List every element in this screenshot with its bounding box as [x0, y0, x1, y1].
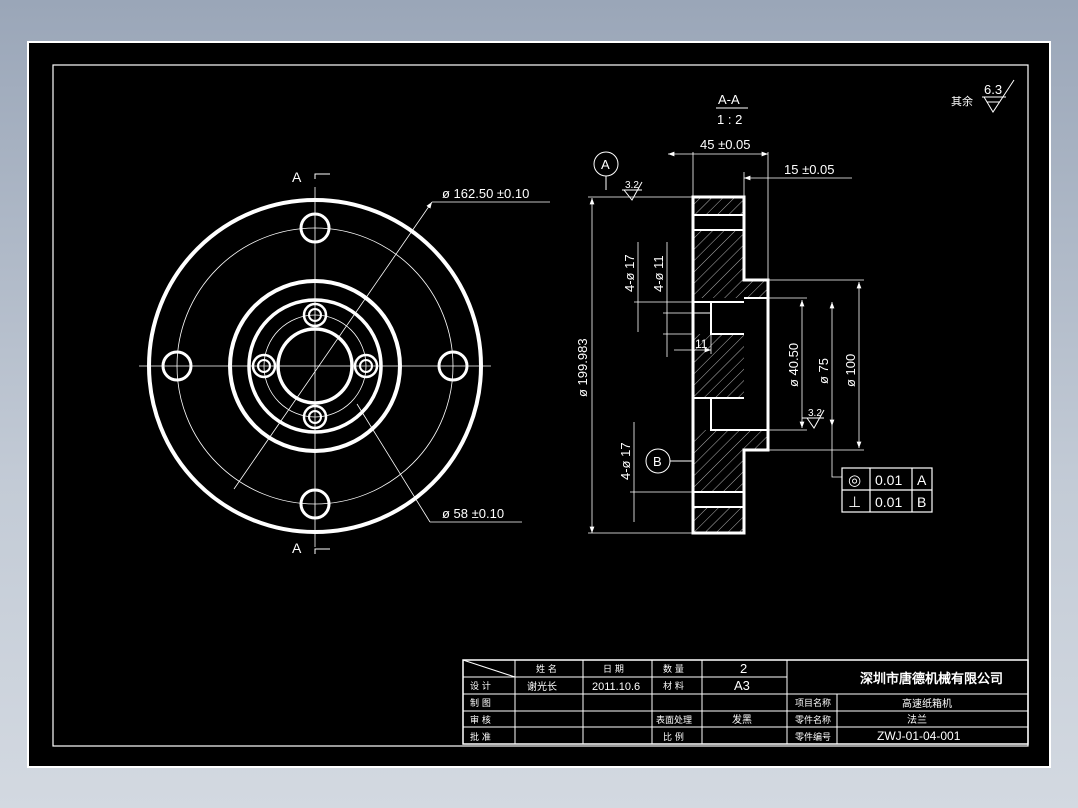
dim-hole-17-top: 4-ø 17 — [622, 254, 637, 292]
roughness-top: 3.2 — [625, 180, 639, 191]
leader-inner-dim — [356, 403, 431, 523]
roughness-note-value: 6.3 — [984, 82, 1002, 97]
number-label: 零件编号 — [795, 731, 831, 743]
project-label: 项目名称 — [795, 697, 831, 709]
row-design: 设 计 — [470, 680, 491, 692]
row-check: 审 核 — [470, 714, 491, 726]
section-mark-top: A — [292, 169, 302, 185]
dim-inner-diameter: ø 58 ±0.10 — [442, 506, 504, 521]
project-name: 高速纸箱机 — [902, 697, 952, 710]
part-label: 零件名称 — [795, 714, 831, 726]
row-approve: 批 准 — [470, 731, 491, 743]
dim-width: 45 ±0.05 — [700, 137, 751, 152]
section-title: A-A — [718, 92, 740, 107]
roughness-note: 其余 6.3 — [951, 79, 1015, 113]
section-scale: 1 : 2 — [717, 112, 742, 127]
dim-outer-diameter: ø 162.50 ±0.10 — [442, 186, 529, 201]
dim-hole-17-bottom: 4-ø 17 — [618, 442, 633, 480]
tolerance-1-value: 0.01 — [875, 472, 902, 488]
front-view: A A ø 162.50 ±0.10 ø 58 ±0.10 — [139, 169, 550, 556]
datum-b-label: B — [653, 454, 662, 469]
col-name: 姓 名 — [536, 663, 557, 675]
tolerance-2-symbol: ⊥ — [848, 493, 861, 511]
tolerance-frames: ◎ 0.01 A ⊥ 0.01 B — [841, 467, 933, 513]
company-name: 深圳市唐德机械有限公司 — [860, 671, 1003, 687]
col-material: 材 料 — [663, 680, 684, 692]
cad-drawing: A A ø 162.50 ±0.10 ø 58 ±0.10 A-A 1 : 2 — [52, 64, 1029, 747]
designer-name: 谢光长 — [527, 680, 557, 693]
tolerance-2-value: 0.01 — [875, 494, 902, 510]
process-value: 发黑 — [732, 713, 752, 726]
title-block: 姓 名 日 期 数 量 2 深圳市唐德机械有限公司 设 计 谢光长 2011.1… — [462, 659, 1029, 745]
qty-value: 2 — [740, 661, 747, 676]
row-draw: 制 图 — [470, 697, 491, 709]
dim-step: 15 ±0.05 — [784, 162, 835, 177]
design-date: 2011.10.6 — [592, 681, 640, 693]
col-date: 日 期 — [603, 664, 624, 675]
dim-100: ø 100 — [843, 354, 858, 387]
tolerance-2-datum: B — [917, 494, 926, 510]
sheet-size: A3 — [734, 678, 750, 693]
dim-hole-11: 4-ø 11 — [651, 255, 666, 292]
drawing-sheet: A A ø 162.50 ±0.10 ø 58 ±0.10 A-A 1 : 2 — [27, 41, 1051, 768]
dim-40: ø 40.50 — [786, 343, 801, 387]
process-label: 表面处理 — [656, 714, 692, 726]
datum-a-label: A — [601, 157, 610, 172]
roughness-inner: 3.2 — [808, 408, 822, 419]
part-number: ZWJ-01-04-001 — [877, 729, 961, 743]
tolerance-1-datum: A — [917, 472, 927, 488]
dim-outer-dia: ø 199.983 — [575, 338, 590, 397]
scale-label: 比 例 — [663, 731, 684, 743]
drawing-frame — [52, 64, 1029, 747]
section-view: A-A 1 : 2 A B 45 ±0.0 — [575, 92, 864, 535]
part-name: 法兰 — [907, 713, 927, 726]
dim-11: 11 — [695, 337, 708, 351]
leader-outer-dim — [233, 201, 433, 490]
tolerance-1-symbol: ◎ — [848, 471, 861, 489]
roughness-note-label: 其余 — [951, 94, 973, 108]
dim-75: ø 75 — [816, 358, 831, 384]
section-mark-bottom: A — [292, 540, 302, 556]
col-qty: 数 量 — [663, 663, 684, 675]
